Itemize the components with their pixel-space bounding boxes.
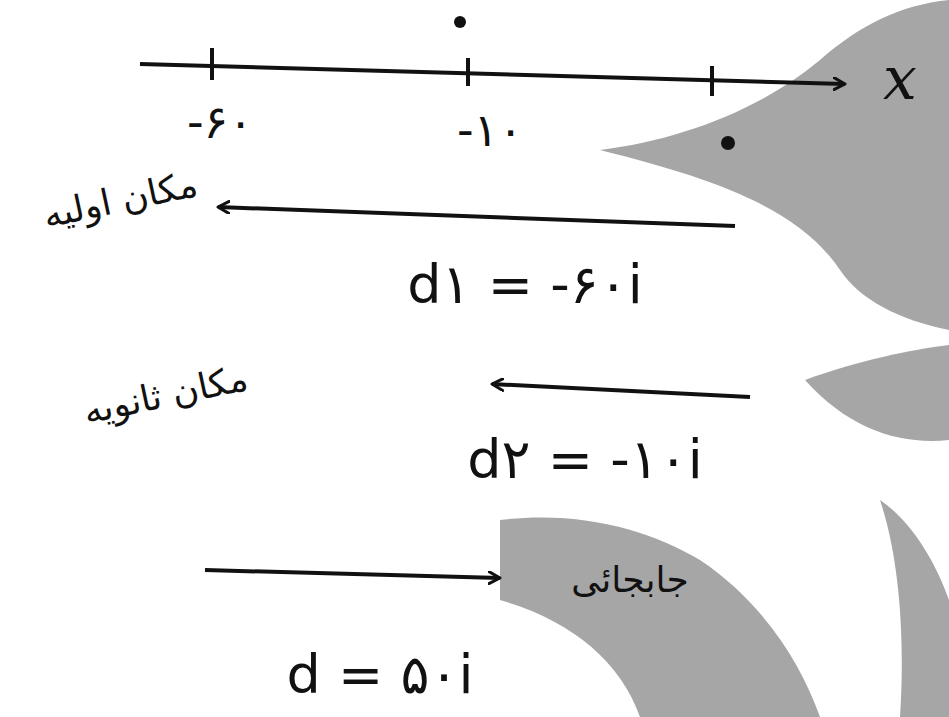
tick — [466, 58, 470, 86]
grey-shape — [600, 0, 949, 330]
vector-arrow — [218, 207, 735, 226]
position-dot — [454, 16, 466, 28]
vector-label: d۱ = -۶۰i — [407, 254, 642, 316]
tick-label: -۱۰ — [457, 104, 523, 157]
position-label: مکان ثانویه — [79, 357, 251, 432]
grey-shape — [805, 345, 949, 441]
axis-label: x — [883, 44, 917, 113]
tick — [210, 48, 214, 80]
vector-label: d = ۵۰i — [287, 644, 474, 706]
displacement-label: جابجائی — [571, 559, 688, 600]
position-dot — [721, 136, 735, 150]
vector-label: d۲ = -۱۰i — [467, 429, 702, 491]
vector-arrow — [205, 570, 500, 578]
tick — [710, 66, 714, 96]
grey-shape — [880, 500, 949, 717]
vector-arrow — [492, 384, 750, 397]
grey-shape — [500, 517, 820, 717]
x-axis — [140, 64, 845, 84]
tick-label: -۶۰ — [187, 96, 253, 149]
position-label: مکان اولیه — [39, 163, 201, 236]
